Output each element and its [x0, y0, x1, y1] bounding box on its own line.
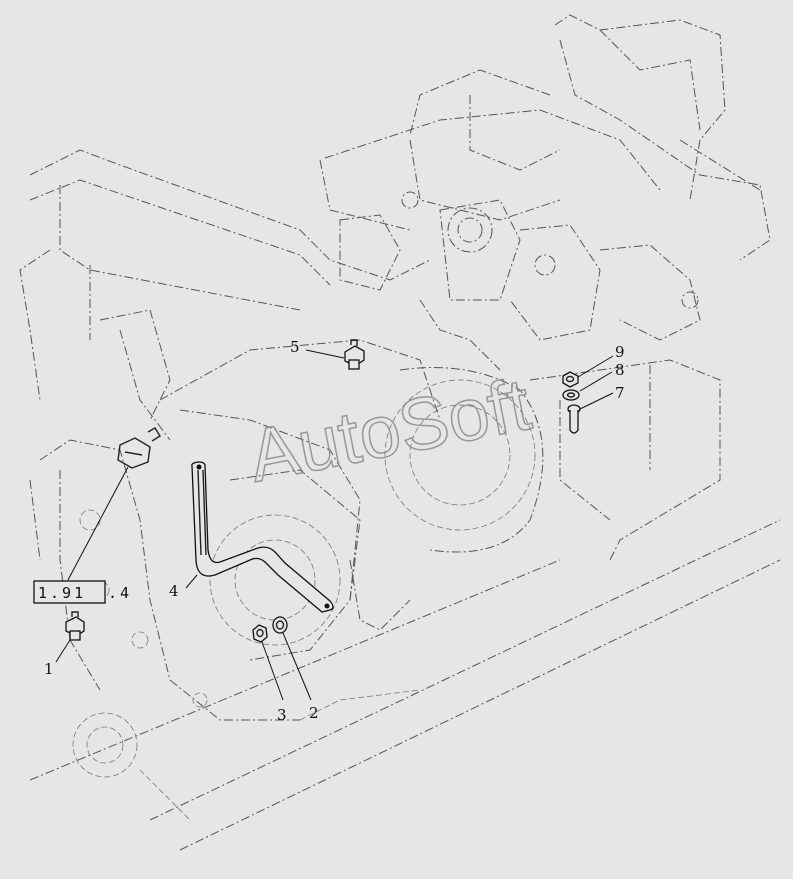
callout-5: 5 — [290, 338, 300, 356]
callout-4: 4 — [169, 582, 179, 600]
callout-9: 9 — [615, 343, 625, 361]
autosoft-watermark: AutoSoft — [242, 362, 537, 498]
part-3-nut — [252, 624, 268, 643]
callout-1: 1 — [44, 660, 54, 678]
callout-2: 2 — [309, 704, 319, 722]
reference-clamp — [117, 427, 161, 469]
reference-suffix-text: .4 — [108, 584, 132, 602]
cross-reference[interactable]: 1.91 .4 — [33, 580, 132, 604]
reference-boxed-text: 1.91 — [38, 584, 86, 602]
part-4-strap — [191, 461, 334, 613]
leader-lines — [55, 349, 614, 701]
part-8-washer — [562, 389, 580, 401]
phantom-engine-outline — [19, 14, 781, 851]
part-2-washer — [272, 616, 288, 634]
part-1-switch — [65, 611, 85, 641]
reference-box — [33, 580, 106, 604]
part-9-nut — [562, 371, 579, 388]
callout-7: 7 — [615, 384, 625, 402]
callout-8: 8 — [615, 361, 625, 379]
callout-3: 3 — [277, 706, 287, 724]
part-5-fitting — [344, 339, 365, 370]
part-7-bolt — [567, 404, 581, 434]
